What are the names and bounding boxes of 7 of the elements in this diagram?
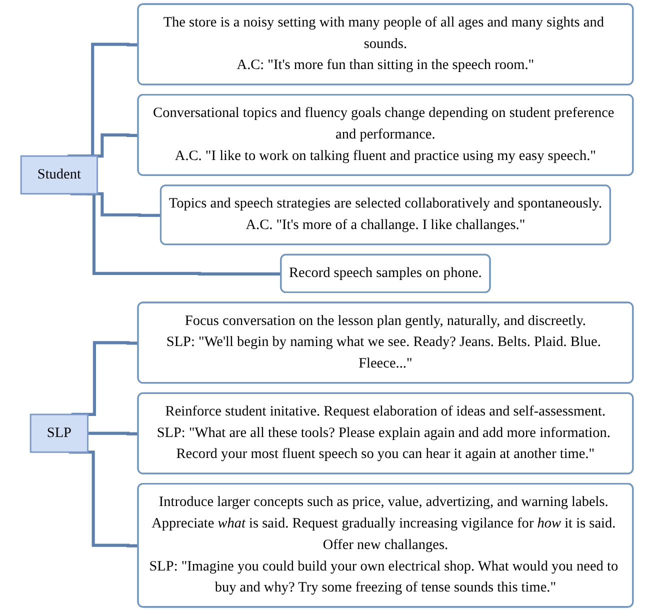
connector [71, 341, 138, 416]
connector [88, 432, 138, 436]
node-box: Student [20, 155, 98, 194]
connector [70, 192, 282, 276]
connector [69, 450, 138, 548]
node-box: SLP [30, 414, 89, 453]
connector [68, 42, 138, 158]
